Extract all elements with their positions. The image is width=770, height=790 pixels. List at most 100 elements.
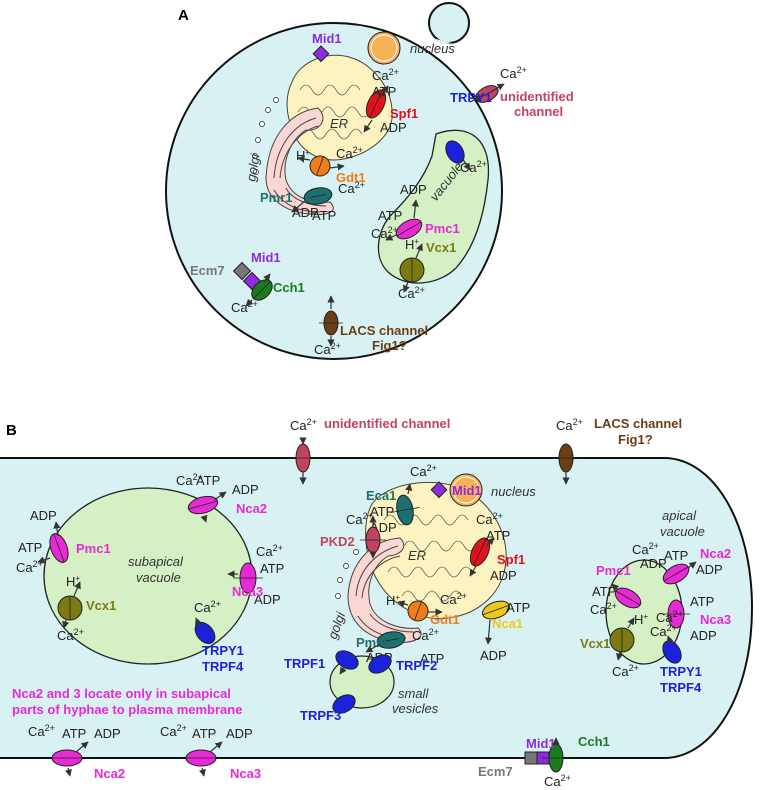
panel-b-trpy1-label: TRPY1 <box>202 643 244 658</box>
panel-b-lacs-label-1: LACS channel <box>594 416 682 431</box>
calcium-ion-label: Ca2+ <box>290 417 317 433</box>
atp-label: ATP <box>62 726 86 741</box>
flux-arrow <box>75 741 89 753</box>
atp-label: ATP <box>370 504 394 519</box>
atp-label: ATP <box>260 561 284 576</box>
flux-arrow <box>403 281 410 293</box>
panel-b-cch1-label: Cch1 <box>578 734 610 749</box>
panel-b-trpf1-label: TRPF1 <box>284 656 325 671</box>
flux-arrow <box>469 565 477 577</box>
flux-arrow <box>611 583 620 592</box>
flux-arrow <box>339 666 347 675</box>
flux-arrow <box>365 643 381 653</box>
flux-arrow <box>379 85 389 99</box>
flux-arrow <box>627 617 635 629</box>
calcium-ion-label: Ca2+ <box>500 65 527 81</box>
panel-a-unidentified-label-2: channel <box>514 104 563 119</box>
adp-label: ADP <box>30 508 57 523</box>
panel-b-pmc1-apical-label: Pmc1 <box>596 563 631 578</box>
flux-arrow <box>485 537 495 547</box>
panel-a-er-label: ER <box>330 116 348 131</box>
panel-a-label: A <box>178 7 189 24</box>
panel-a-nucleus <box>367 31 401 65</box>
flux-arrow <box>53 521 61 537</box>
flux-arrow <box>329 163 345 171</box>
panel-a-gdt1-label: Gdt1 <box>336 170 366 185</box>
flux-arrow <box>415 243 423 259</box>
adp-label: ADP <box>254 592 281 607</box>
panel-b-nca3-label: Nca3 <box>232 584 263 599</box>
flux-arrow <box>666 635 674 644</box>
flux-arrow <box>291 199 307 213</box>
panel-a-lacs-label-2: Fig1? <box>372 338 407 353</box>
flux-arrow <box>64 767 72 777</box>
panel-b-nucleus-label: nucleus <box>491 484 536 499</box>
atp-label: ATP <box>196 473 220 488</box>
panel-b-trpf3-label: TRPF3 <box>300 708 341 723</box>
panel-b-pkd2-label: PKD2 <box>320 534 355 549</box>
panel-a-mid1-pm-label: Mid1 <box>251 250 281 265</box>
adp-label: ADP <box>490 568 517 583</box>
transport-proteins-layer: Mid1Ca2+ATPSpf1ADPCa2+unidentifiedchanne… <box>12 31 731 789</box>
adp-label: ADP <box>380 120 407 135</box>
panel-b-nca1-label: Nca1 <box>492 616 523 631</box>
panel-a-ecm7-label: Ecm7 <box>190 263 225 278</box>
panel-b-nca2-apical-label: Nca2 <box>700 546 731 561</box>
panel-b-spf1-label: Spf1 <box>497 552 525 567</box>
flux-arrow <box>198 767 206 777</box>
panel-b-vcx1-label: Vcx1 <box>86 598 116 613</box>
flux-arrow <box>385 233 397 241</box>
panel-a-nucleus-label: nucleus <box>410 41 455 56</box>
panel-b-label: B <box>6 422 17 439</box>
panel-a-trpy1-label: TRPY1 <box>450 90 492 105</box>
flux-arrow <box>209 741 223 753</box>
flux-arrow <box>200 514 208 523</box>
panel-a-pmc1-label: Pmc1 <box>425 221 460 236</box>
panel-b-pmc1-label: Pmc1 <box>76 541 111 556</box>
panel-b-nca2-label: Nca2 <box>236 501 267 516</box>
panel-b-nca3-apical-label: Nca3 <box>700 612 731 627</box>
panel-a-cch1-label: Cch1 <box>273 280 305 295</box>
adp-label: ADP <box>480 648 507 663</box>
panel-a-lacs-label-1: LACS channel <box>340 323 428 338</box>
panel-a-mid1-label: Mid1 <box>312 31 342 46</box>
panel-b-subapical-label-1: subapical <box>128 554 184 569</box>
atp-label: ATP <box>506 600 530 615</box>
panel-b-trpy1-apical-label: TRPY1 <box>660 664 702 679</box>
flux-arrow <box>245 298 254 307</box>
flux-arrow <box>397 600 409 608</box>
panel-b-trpf3-protein <box>332 694 356 714</box>
panel-a-spf1-label: Spf1 <box>390 106 418 121</box>
panel-b-pmr1-label: Pmr1 <box>356 635 389 650</box>
flux-arrow <box>461 157 471 171</box>
flux-arrow <box>405 483 413 495</box>
flux-arrow <box>213 491 227 501</box>
panel-b-unidentified-label: unidentified channel <box>324 416 450 431</box>
flux-arrow <box>484 619 493 645</box>
panel-b-note-line-2: parts of hyphae to plasma membrane <box>12 702 242 717</box>
panel-b-trpy1-apical-protein <box>662 640 682 664</box>
panel-b-er-label: ER <box>408 548 426 563</box>
adp-label: ADP <box>690 628 717 643</box>
atp-label: ATP <box>664 548 688 563</box>
panel-a-vacuole <box>377 129 490 284</box>
flux-arrow <box>687 561 697 569</box>
atp-label: ATP <box>592 584 616 599</box>
panel-b-subapical-label-2: vacuole <box>136 570 181 585</box>
panel-a-golgi-vesicles <box>252 97 279 175</box>
panel-b-ecm7-protein <box>524 751 538 765</box>
calcium-ion-label: Ca2+ <box>556 417 583 433</box>
atp-label: ATP <box>690 594 714 609</box>
panel-a-golgi <box>265 107 334 215</box>
panel-b-gdt1-label: Gdt1 <box>430 612 460 627</box>
panel-b-trpf2-protein <box>368 654 392 674</box>
panel-b-trpf4-label: TRPF4 <box>202 659 244 674</box>
panel-b-golgi-vesicles <box>335 549 359 599</box>
panel-a-bud <box>428 2 470 44</box>
flux-arrow <box>37 556 51 564</box>
atp-label: ATP <box>486 528 510 543</box>
panel-b-small-label-2: vesicles <box>392 701 439 716</box>
flux-arrow <box>263 273 271 283</box>
